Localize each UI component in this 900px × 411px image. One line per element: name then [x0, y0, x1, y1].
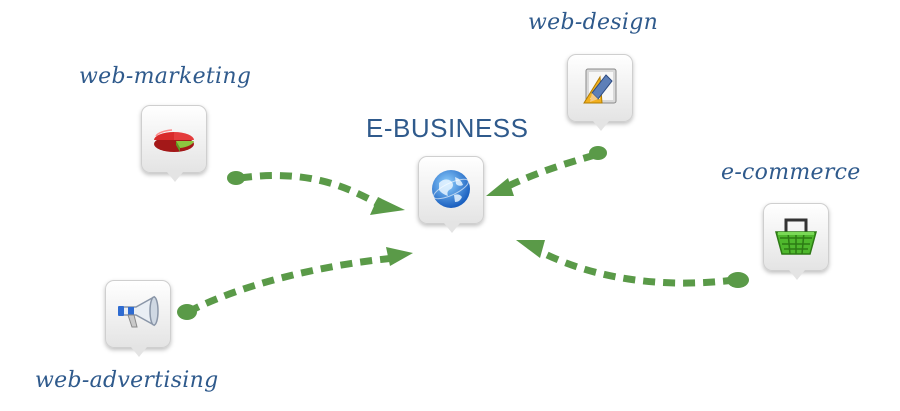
- edge-web-design: [498, 151, 596, 194]
- node-label-web-marketing: web-marketing: [79, 64, 252, 89]
- node-tile-web-advertising: [105, 280, 171, 357]
- node-label-e-commerce: e-commerce: [721, 160, 861, 185]
- megaphone-icon: [118, 295, 159, 328]
- edge-start-dot: [589, 146, 607, 160]
- edge-start-dot: [727, 272, 749, 288]
- node-label-web-advertising: web-advertising: [35, 368, 219, 393]
- arrow-head: [486, 178, 514, 196]
- edge-web-marketing: [239, 172, 382, 209]
- shopping-basket-icon: [775, 218, 817, 255]
- edge-e-commerce: [526, 241, 736, 287]
- node-tile-web-marketing: [141, 105, 207, 182]
- pie-chart-icon: [154, 129, 194, 152]
- node-tile-e-commerce: [763, 203, 829, 280]
- globe-icon: [432, 170, 470, 208]
- edge-start-dot: [177, 304, 197, 320]
- arrow-head: [386, 247, 413, 266]
- node-label-web-design: web-design: [528, 10, 659, 35]
- node-tile-web-design: [567, 54, 633, 131]
- arrow-head: [516, 240, 545, 258]
- center-title: E-BUSINESS: [366, 113, 529, 143]
- arrow-head: [370, 197, 405, 215]
- center-tile: [418, 156, 484, 233]
- design-tools-icon: [583, 68, 617, 104]
- edge-start-dot: [227, 171, 245, 185]
- edge-web-advertising: [186, 254, 396, 316]
